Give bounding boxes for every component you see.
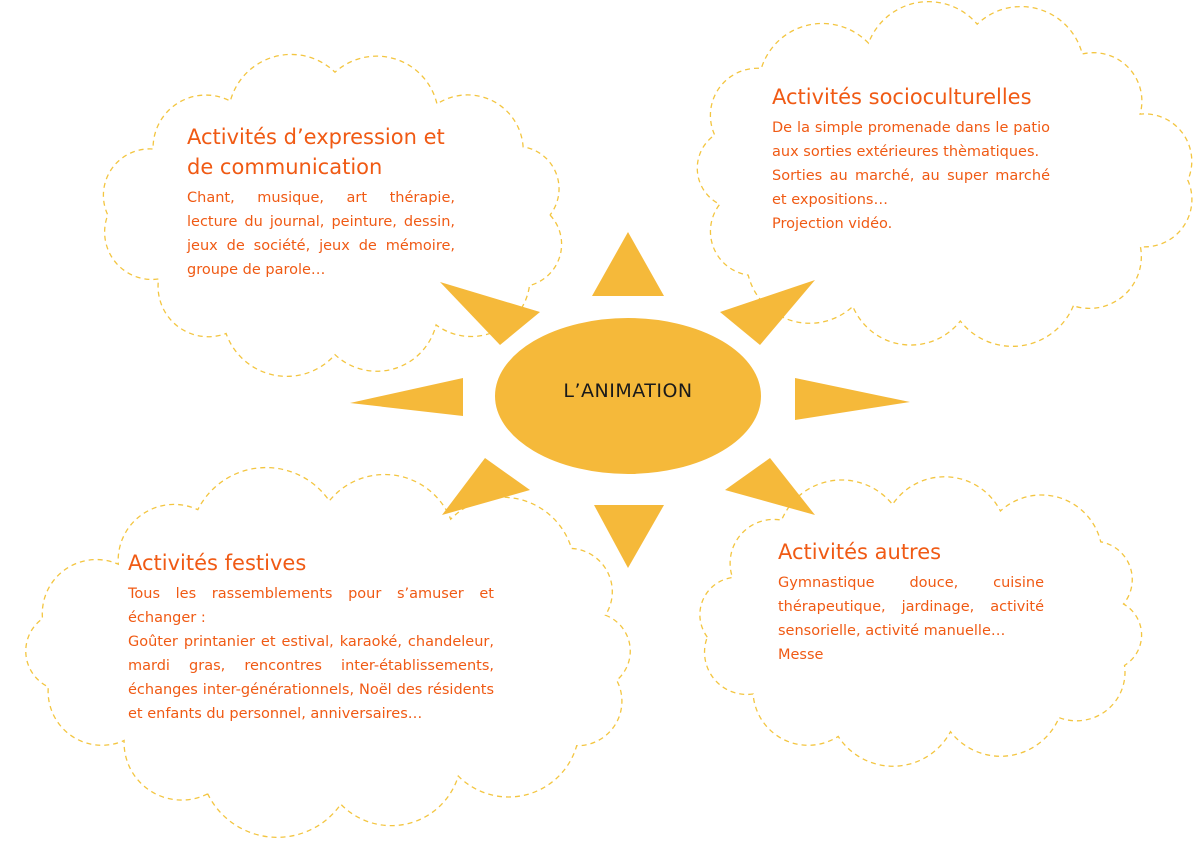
block-expression: Activités d’expression et de communicati… — [187, 122, 455, 282]
sun-ray-bottom-right — [725, 458, 815, 515]
block-autres: Activités autres Gymnastique douce, cuis… — [778, 537, 1044, 667]
block-text: Sorties au marché, au super marché et ex… — [772, 168, 1050, 208]
cloud-outline — [699, 476, 1143, 767]
sun-ray-right — [795, 378, 910, 420]
cloud-outline — [696, 1, 1193, 347]
sun-ray-bottom — [594, 505, 664, 568]
block-text: Chant, musique, art thérapie, lecture du… — [187, 190, 455, 278]
sun-ray-bottom-left — [442, 458, 530, 515]
block-text: Tous les rassemblements pour s’amuser et… — [128, 586, 494, 626]
cloud-outline — [25, 466, 631, 838]
sun — [350, 232, 910, 568]
block-title: Activités festives — [128, 551, 307, 575]
sun-ray-top-right — [720, 280, 815, 345]
center-label: L’ANIMATION — [563, 380, 693, 402]
block-festives: Activités festives Tous les rassemblemen… — [128, 548, 494, 726]
block-title: Activités socioculturelles — [772, 85, 1032, 109]
sun-ray-top-left — [440, 282, 540, 345]
sun-ray-left — [350, 378, 463, 416]
sun-ray-top — [592, 232, 664, 296]
block-title: Activités d’expression et de communicati… — [187, 125, 445, 179]
block-text: Gymnastique douce, cuisine thérapeutique… — [778, 575, 1044, 639]
block-text: Goûter printanier et estival, karaoké, c… — [128, 634, 494, 722]
block-text: Messe — [778, 647, 824, 663]
block-title: Activités autres — [778, 540, 942, 564]
cloud-outline — [102, 53, 563, 378]
sun-core — [491, 314, 765, 478]
block-socioculturelles: Activités socioculturelles De la simple … — [772, 82, 1050, 236]
block-text: Projection vidéo. — [772, 216, 893, 232]
block-text: De la simple promenade dans le patio aux… — [772, 120, 1050, 160]
